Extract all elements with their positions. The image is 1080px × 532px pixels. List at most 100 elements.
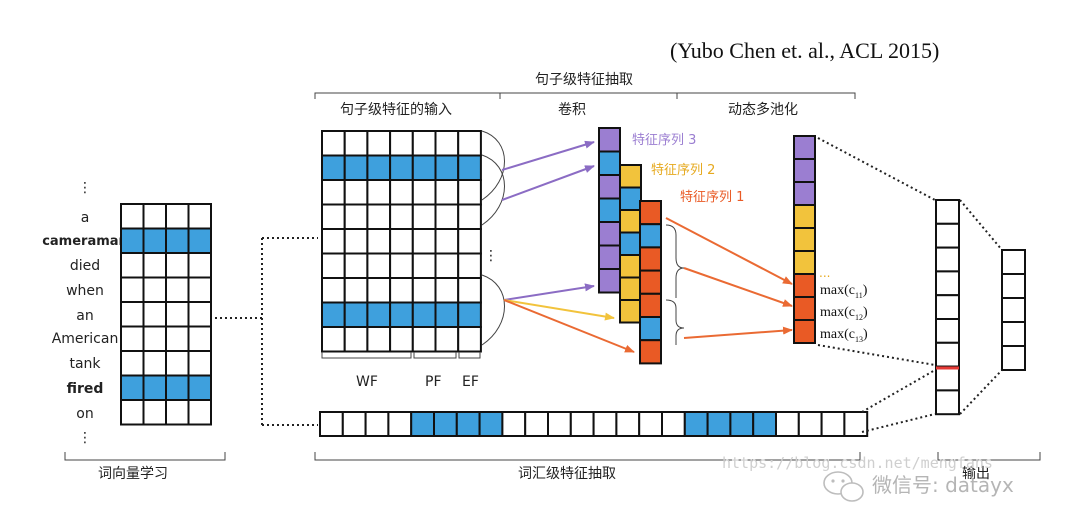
word-4: when — [66, 283, 104, 299]
lexical-cell — [547, 411, 572, 437]
connector-pool-top — [817, 137, 936, 201]
header-output: 输出 — [962, 466, 990, 482]
header-lexical-level: 词汇级特征抽取 — [518, 466, 616, 482]
input-cell — [389, 179, 414, 206]
input-cell — [457, 301, 482, 328]
embedding-cell — [187, 276, 212, 303]
embedding-cell — [120, 252, 145, 279]
lexical-cell — [364, 411, 390, 437]
embedding-cell — [120, 203, 145, 230]
header-sentence-level: 句子级特征抽取 — [535, 72, 633, 88]
input-cell — [366, 252, 392, 279]
segment-brace-1 — [665, 224, 685, 298]
input-cell — [389, 301, 414, 328]
word-7: tank — [69, 356, 101, 372]
embedding-cell — [120, 374, 145, 401]
input-cell — [411, 252, 437, 279]
embedding-cell — [142, 276, 167, 303]
output-cell — [1001, 273, 1026, 299]
lexical-cell — [683, 411, 709, 437]
input-cell — [366, 130, 392, 157]
joined-cell — [935, 294, 960, 321]
input-cell — [321, 277, 346, 304]
input-cell — [457, 228, 482, 255]
word-9: on — [76, 406, 93, 422]
word-6: American — [52, 331, 119, 347]
word-8: fired — [67, 381, 104, 397]
pooling-cell — [793, 273, 816, 298]
joined-cell — [935, 389, 960, 416]
word-list: ⋮acameramandiedwhenanAmericantankfiredon… — [42, 180, 128, 446]
output-bracket — [937, 452, 1041, 461]
input-cell — [457, 252, 482, 279]
sentence-level-bracket — [314, 92, 856, 99]
feature-map-1-cell — [639, 292, 662, 318]
label-wf: WF — [356, 374, 378, 390]
embedding-cell — [187, 350, 212, 377]
header-brackets — [64, 92, 1041, 461]
header-dynamic-pooling: 动态多池化 — [728, 101, 798, 118]
lexical-cell — [319, 411, 344, 437]
embedding-cell — [187, 399, 212, 426]
segment-brace-2 — [665, 299, 685, 345]
lexical-level-bracket — [314, 452, 861, 461]
input-cell — [434, 228, 460, 255]
input-cell — [434, 252, 460, 279]
label-feature-map-3: 特征序列 3 — [632, 133, 696, 148]
arrows — [501, 140, 793, 353]
feature-map-2-cell — [619, 231, 642, 256]
output-cell — [1001, 321, 1026, 347]
input-cell — [411, 228, 437, 255]
embedding-cell — [165, 301, 190, 328]
lexical-cell — [410, 411, 436, 437]
embedding-cell — [187, 374, 212, 401]
citation: (Yubo Chen et. al., ACL 2015) — [670, 38, 939, 63]
pooling-labels: max(c11) max(c12) max(c13) — [820, 283, 868, 344]
input-cell — [343, 301, 369, 328]
embedding-cell — [165, 399, 190, 426]
embedding-cell — [187, 252, 212, 279]
pooling-label-2: max(c12) — [820, 305, 868, 322]
input-cell — [457, 130, 482, 157]
input-cell — [389, 252, 414, 279]
lexical-feature-row — [319, 411, 869, 437]
input-cell — [343, 154, 369, 181]
label-feature-map-1: 特征序列 1 — [680, 190, 744, 205]
feature-map-3-cell — [598, 174, 621, 200]
feature-map-1-cell — [639, 339, 662, 365]
lexical-cell — [843, 411, 869, 437]
joined-cell — [935, 270, 960, 297]
lexical-cell — [615, 411, 641, 437]
word-2: cameraman — [42, 234, 128, 249]
lexical-cell — [524, 411, 550, 437]
input-cell — [389, 154, 414, 181]
input-cell — [457, 277, 482, 304]
filter-arc-3 — [481, 274, 505, 346]
feature-map-2-cell — [619, 276, 642, 301]
connector-pool-bottom — [817, 344, 936, 366]
lexical-cell — [569, 411, 595, 437]
input-cell — [321, 130, 346, 157]
input-cell — [457, 203, 482, 230]
word-5: an — [76, 308, 93, 324]
feature-map-3-cell — [598, 127, 621, 153]
embedding-cell — [142, 350, 167, 377]
embedding-cell — [165, 203, 190, 230]
embedding-cell — [187, 325, 212, 352]
feature-map-3-cell — [598, 150, 621, 176]
feature-map-3-cell — [598, 244, 621, 270]
input-cell — [343, 130, 369, 157]
input-cell — [389, 130, 414, 157]
embedding-cell — [142, 374, 167, 401]
connector-lex-top — [861, 369, 936, 413]
filter-arcs — [481, 130, 505, 346]
input-cell — [411, 179, 437, 206]
lexical-cell — [729, 411, 755, 437]
joined-cell — [935, 199, 960, 225]
embedding-cell — [165, 252, 190, 279]
sentence-input-grid — [321, 130, 482, 353]
lexical-cell — [820, 411, 846, 437]
input-cell — [434, 301, 460, 328]
input-cell — [366, 301, 392, 328]
